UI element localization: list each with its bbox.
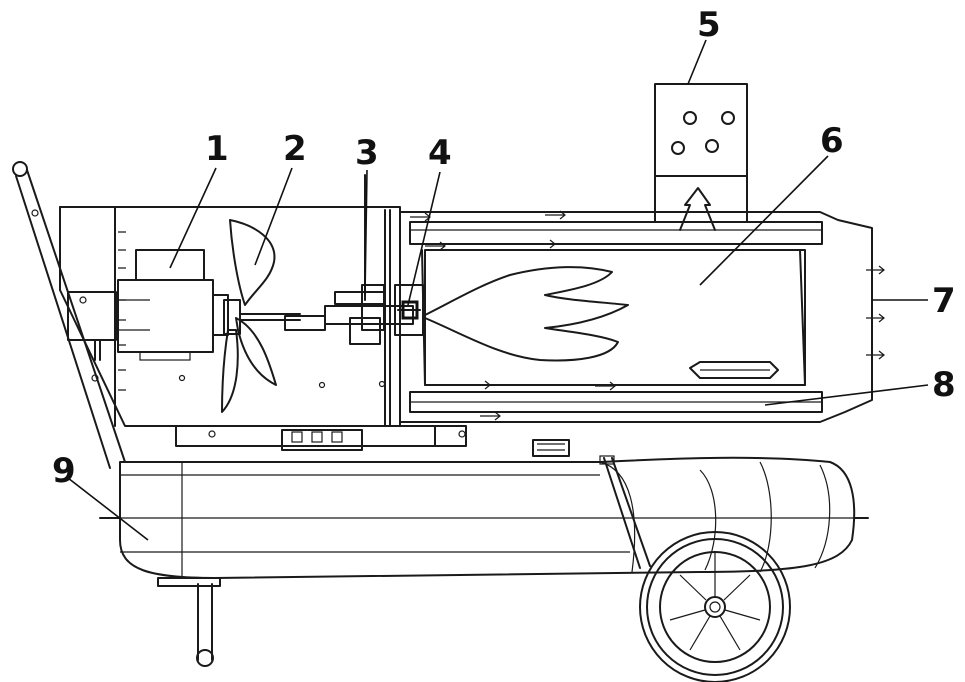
label-6: 6 — [820, 121, 844, 161]
label-5: 5 — [697, 5, 721, 45]
leader-lines — [67, 39, 929, 541]
switch-box — [281, 425, 436, 451]
label-9: 9 — [52, 451, 76, 491]
label-7: 7 — [932, 281, 956, 321]
label-2: 2 — [283, 129, 307, 169]
outer-casing — [399, 210, 873, 423]
top-outlet — [654, 83, 748, 231]
label-8: 8 — [932, 365, 956, 405]
fan — [221, 219, 301, 413]
housing — [59, 206, 467, 447]
combustion-chamber — [421, 249, 806, 386]
wheel — [639, 531, 791, 682]
labels: 1 2 3 4 5 6 7 8 9 — [52, 5, 956, 491]
handle — [12, 161, 126, 469]
fuel-tank — [99, 439, 869, 667]
label-3: 3 — [355, 133, 379, 173]
label-1: 1 — [205, 129, 229, 169]
pump-assembly — [284, 174, 414, 345]
motor — [117, 249, 229, 361]
label-4: 4 — [428, 133, 452, 173]
outlet-arrows — [866, 265, 885, 360]
